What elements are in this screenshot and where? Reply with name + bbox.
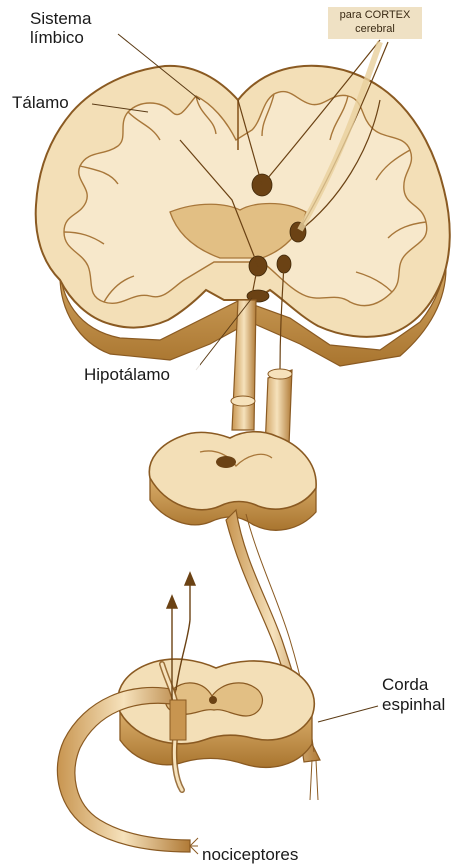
label-talamo: Tálamo bbox=[12, 93, 69, 112]
label-cortex-2: cerebral bbox=[355, 23, 395, 35]
spinal-cord-section bbox=[118, 659, 314, 767]
label-hipotalamo: Hipotálamo bbox=[84, 365, 170, 384]
label-nociceptores: nociceptores bbox=[202, 845, 298, 864]
nociceptor-endings bbox=[190, 760, 318, 854]
label-limbico: límbico bbox=[30, 28, 84, 47]
label-espinhal: espinhal bbox=[382, 695, 445, 714]
label-corda: Corda bbox=[382, 675, 429, 694]
label-cortex-1: para CORTEX bbox=[340, 9, 411, 21]
label-sistema: Sistema bbox=[30, 9, 92, 28]
